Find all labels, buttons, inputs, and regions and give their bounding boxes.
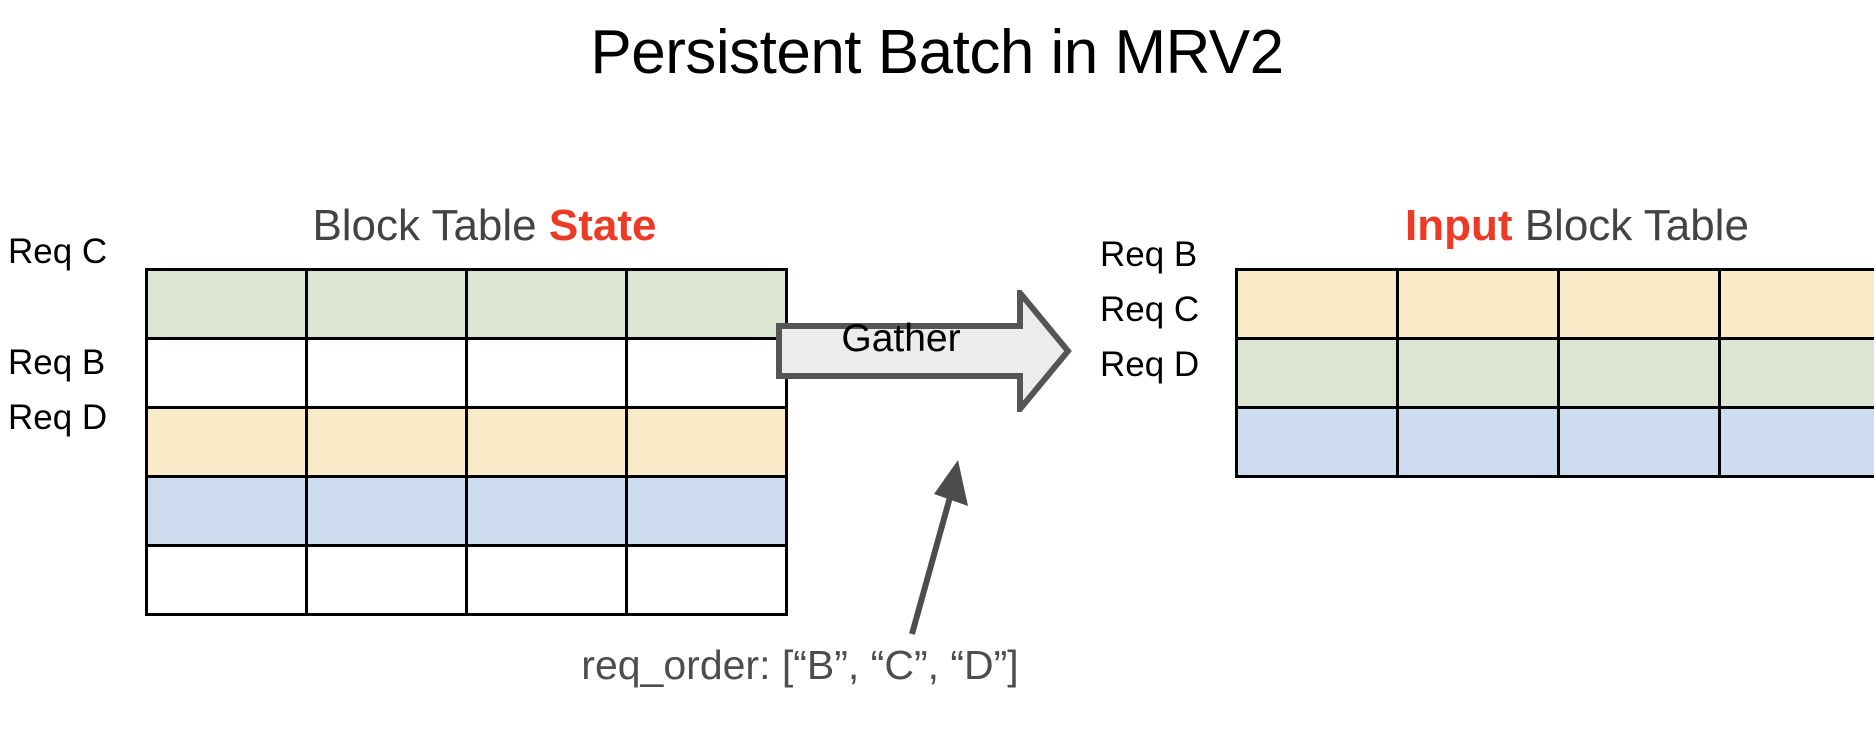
table-row xyxy=(1235,406,1874,478)
cell xyxy=(305,475,468,547)
cell xyxy=(145,268,308,340)
cell xyxy=(1557,406,1721,478)
left-heading-prefix: Block Table xyxy=(312,201,549,250)
table-row xyxy=(145,475,788,547)
req-order-caption: req_order: [“B”, “C”, “D”] xyxy=(581,642,1019,688)
cell xyxy=(145,406,308,478)
right-heading-suffix: Block Table xyxy=(1512,201,1749,250)
cell xyxy=(465,544,628,616)
cell xyxy=(465,406,628,478)
cell xyxy=(625,475,788,547)
right-heading-accent: Input xyxy=(1404,201,1513,250)
right-row-label-req-d: Req D xyxy=(1100,345,1200,384)
cell xyxy=(625,337,788,409)
right-table-heading: Input Block Table xyxy=(1235,148,1870,304)
cell xyxy=(1557,337,1721,409)
cell xyxy=(1396,337,1560,409)
table-row xyxy=(1235,337,1874,409)
cell xyxy=(1718,337,1874,409)
cell xyxy=(1718,268,1874,340)
cell xyxy=(1557,268,1721,340)
table-row xyxy=(145,406,788,478)
cell xyxy=(145,475,308,547)
left-row-label-req-c: Req C xyxy=(8,232,108,271)
up-right-arrow-icon xyxy=(909,460,968,635)
cell xyxy=(145,337,308,409)
right-row-label-req-c: Req C xyxy=(1100,290,1200,329)
cell xyxy=(305,337,468,409)
left-table-heading: Block Table State xyxy=(145,148,775,304)
table-row xyxy=(145,268,788,340)
left-row-label-req-b: Req B xyxy=(8,343,106,382)
cell xyxy=(1396,406,1560,478)
left-heading-accent: State xyxy=(548,201,657,250)
cell xyxy=(1235,268,1399,340)
cell xyxy=(305,544,468,616)
cell xyxy=(1235,406,1399,478)
cell xyxy=(1718,406,1874,478)
cell xyxy=(625,406,788,478)
table-row xyxy=(1235,268,1874,340)
left-row-label-req-d: Req D xyxy=(8,398,108,437)
cell xyxy=(465,337,628,409)
right-block-arrow-icon xyxy=(776,290,1072,412)
cell xyxy=(305,268,468,340)
cell xyxy=(305,406,468,478)
input-block-table xyxy=(1235,268,1874,478)
block-table-state xyxy=(145,268,788,616)
cell xyxy=(145,544,308,616)
right-row-label-req-b: Req B xyxy=(1100,235,1198,274)
cell xyxy=(1396,268,1560,340)
table-row xyxy=(145,337,788,409)
page-title: Persistent Batch in MRV2 xyxy=(590,18,1284,87)
cell xyxy=(465,268,628,340)
table-row xyxy=(145,544,788,616)
cell xyxy=(1235,337,1399,409)
cell xyxy=(465,475,628,547)
cell xyxy=(625,268,788,340)
cell xyxy=(625,544,788,616)
